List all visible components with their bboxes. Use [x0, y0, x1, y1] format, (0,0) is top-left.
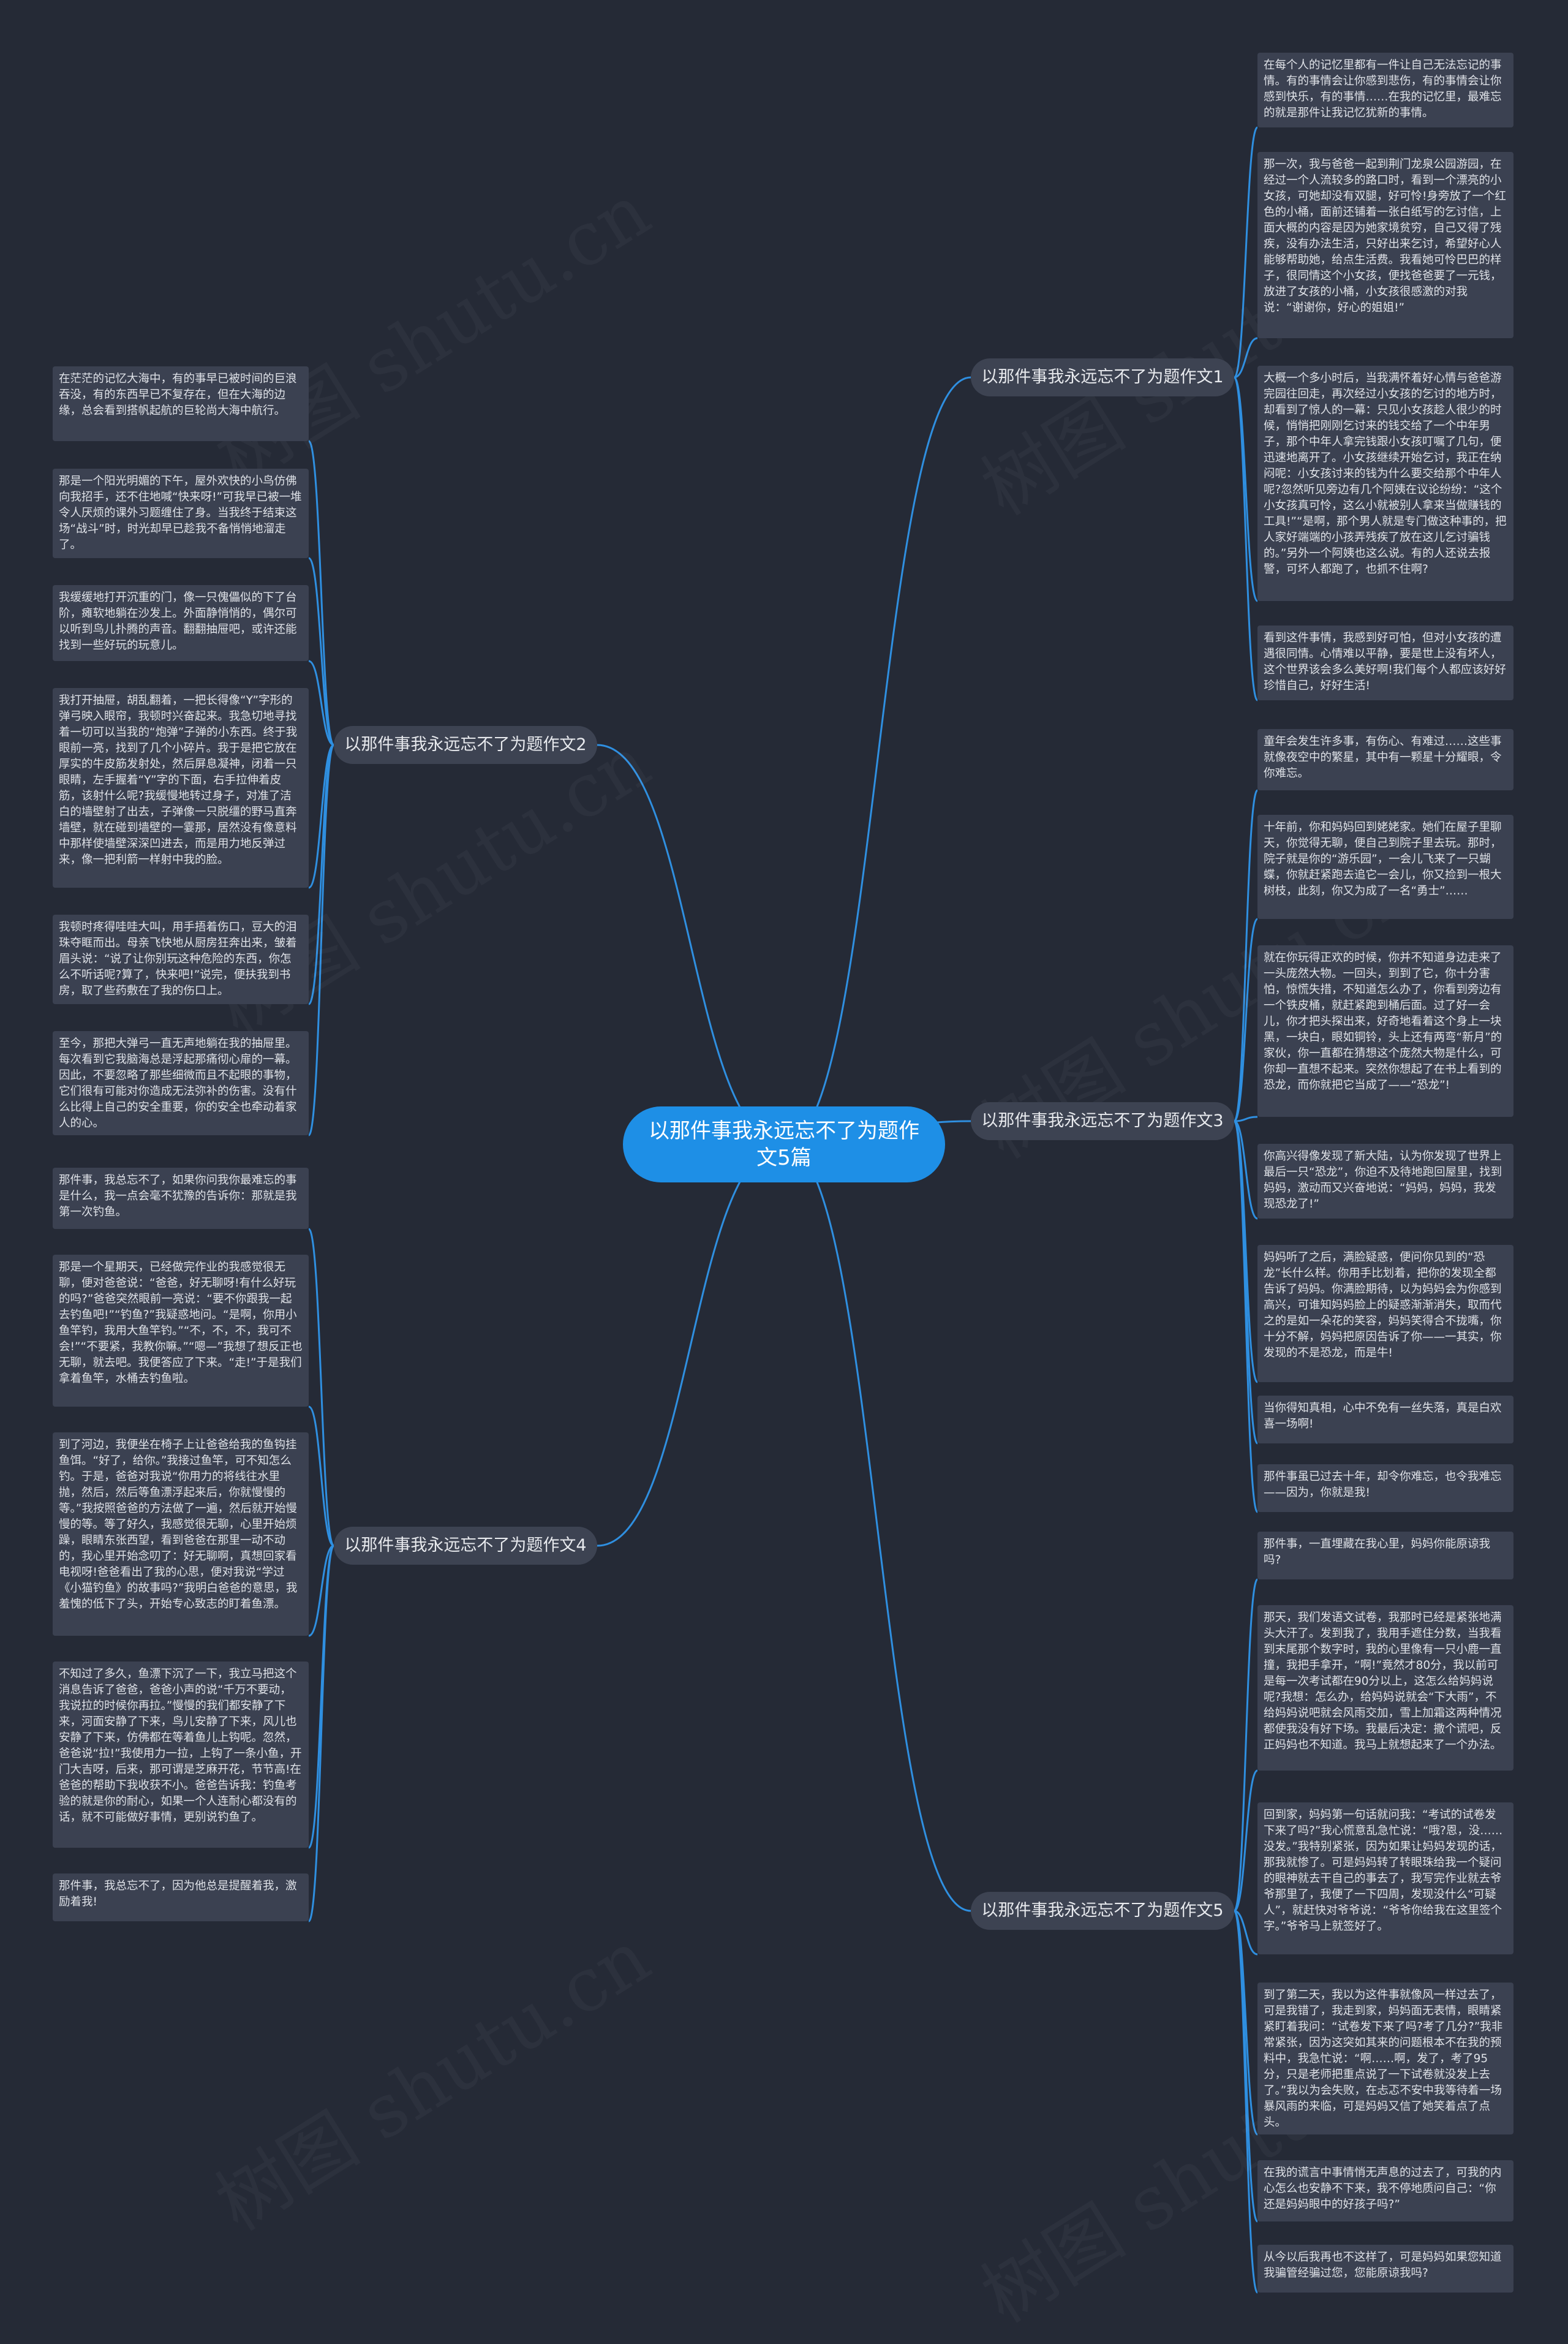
topic-node-1[interactable]: 以那件事我永远忘不了为题作文1: [971, 358, 1234, 396]
connector-line: [308, 744, 334, 889]
leaf-node[interactable]: 看到这件事情，我感到好可怕，但对小女孩的遭遇很同情。心情难以平静，要是世上没有坏…: [1257, 626, 1513, 700]
connector-line: [308, 1544, 334, 1637]
connector-line: [1233, 376, 1259, 701]
leaf-node[interactable]: 到了河边，我便坐在椅子上让爸爸给我的鱼钩挂鱼饵。“好了，给你。”我接过鱼竿，可不…: [53, 1432, 309, 1636]
connector-line: [783, 1143, 971, 1912]
leaf-node[interactable]: 在茫茫的记忆大海中，有的事早已被时间的巨浪吞没，有的东西早已不复存在，但在大海的…: [53, 366, 309, 441]
connector-line: [307, 440, 335, 746]
connector-line: [1233, 126, 1259, 379]
leaf-node[interactable]: 从今以后我再也不这样了，可是妈妈如果您知道我骗管经骗过您，您能原谅我吗?: [1257, 2245, 1513, 2293]
leaf-node[interactable]: 那天，我们发语文试卷，我那时已经是紧张地满头大汗了。发到我了，我用手遮住分数，当…: [1257, 1605, 1513, 1771]
leaf-node[interactable]: 童年会发生许多事，有伤心、有难过……这些事就像夜空中的繁星，其中有一颗星十分耀眼…: [1257, 729, 1513, 790]
connector-line: [307, 1228, 335, 1547]
connector-line: [1233, 1578, 1259, 1912]
connector-line: [1233, 1910, 1259, 2223]
topic-node-2[interactable]: 以那件事我永远忘不了为题作文2: [334, 726, 597, 764]
connector-line: [597, 744, 785, 1146]
leaf-node[interactable]: 到了第二天，我以为这件事就像风一样过去了，可是我错了，我走到家，妈妈面无表情，眼…: [1257, 1983, 1513, 2134]
connector-line: [1233, 376, 1259, 602]
connector-line: [1234, 1116, 1258, 1122]
connector-line: [1233, 1120, 1259, 1513]
connector-line: [1233, 789, 1259, 1122]
leaf-node[interactable]: 在每个人的记忆里都有一件让自己无法忘记的事情。有的事情会让你感到悲伤，有的事情会…: [1257, 53, 1513, 127]
topic-node-3[interactable]: 以那件事我永远忘不了为题作文3: [971, 1102, 1234, 1140]
connector-line: [307, 557, 335, 746]
leaf-node[interactable]: 我缓缓地打开沉重的门，像一只傀儡似的下了台阶，瘫软地躺在沙发上。外面静悄悄的，偶…: [53, 585, 309, 661]
connector-line: [308, 1405, 334, 1547]
leaf-node[interactable]: 你高兴得像发现了新大陆，认为你发现了世界上最后一只“恐龙”，你迫不及待地跑回屋里…: [1257, 1144, 1513, 1219]
connector-line: [308, 660, 334, 746]
leaf-node[interactable]: 那件事虽已过去十年，却令你难忘，也令我难忘——因为，你就是我!: [1257, 1464, 1513, 1512]
leaf-node[interactable]: 我打开抽屉，胡乱翻着，一把长得像“Y”字形的弹弓映入眼帘，我顿时兴奋起来。我急切…: [53, 688, 309, 888]
connector-line: [1234, 1910, 1258, 1956]
connector-line: [307, 1544, 335, 1922]
leaf-node[interactable]: 回到家，妈妈第一句话就问我：“考试的试卷发下来了吗?”我心慌意乱急忙说：“哦?恩…: [1257, 1802, 1513, 1954]
leaf-node[interactable]: 在我的谎言中事情悄无声息的过去了，可我的内心怎么也安静不下来，我不停地质问自己：…: [1257, 2160, 1513, 2221]
leaf-node[interactable]: 就在你玩得正欢的时候，你并不知道身边走来了一头庞然大物。一回头，到到了它，你十分…: [1257, 945, 1513, 1117]
connector-line: [1234, 1120, 1258, 1220]
leaf-node[interactable]: 大概一个多小时后，当我满怀着好心情与爸爸游完园往回走，再次经过小女孩的乞讨的地方…: [1257, 366, 1513, 601]
central-topic[interactable]: 以那件事我永远忘不了为题作文5篇: [623, 1106, 945, 1182]
leaf-node[interactable]: 妈妈听了之后，满脸疑惑，便问你见到的“恐龙”长什么样。你用手比划着，把你的发现全…: [1257, 1245, 1513, 1382]
connector-line: [307, 744, 335, 1136]
leaf-node[interactable]: 我顿时疼得哇哇大叫，用手捂着伤口，豆大的泪珠夺眶而出。母亲飞快地从厨房狂奔出来，…: [53, 915, 309, 1004]
connector-line: [783, 376, 971, 1146]
leaf-node[interactable]: 那一次，我与爸爸一起到荆门龙泉公园游园，在经过一个人流较多的路口时，看到一个漂亮…: [1257, 152, 1513, 338]
topic-node-4[interactable]: 以那件事我永远忘不了为题作文4: [334, 1527, 597, 1565]
connector-line: [1233, 1910, 1259, 2294]
leaf-node[interactable]: 那件事，我总忘不了，如果你问我你最难忘的事是什么，我一点会毫不犹豫的告诉你：那就…: [53, 1168, 309, 1229]
connector-line: [1234, 337, 1258, 379]
leaf-node[interactable]: 至今，那把大弹弓一直无声地躺在我的抽屉里。每次看到它我脑海总是浮起那痛彻心扉的一…: [53, 1031, 309, 1135]
connector-line: [1233, 918, 1259, 1122]
topic-node-5[interactable]: 以那件事我永远忘不了为题作文5: [971, 1892, 1234, 1930]
leaf-node[interactable]: 那件事，一直埋藏在我心里，妈妈你能原谅我吗?: [1257, 1532, 1513, 1579]
leaf-node[interactable]: 十年前，你和妈妈回到姥姥家。她们在屋子里聊天，你觉得无聊，便自己到院子里去玩。那…: [1257, 815, 1513, 919]
leaf-node[interactable]: 当你得知真相，心中不免有一丝失落，真是白欢喜一场啊!: [1257, 1396, 1513, 1443]
leaf-node[interactable]: 那件事，我总忘不了，因为他总是提醒着我，激励着我!: [53, 1873, 309, 1921]
leaf-node[interactable]: 那是一个阳光明媚的下午，屋外欢快的小鸟仿佛向我招手，还不住地喊“快来呀!”可我早…: [53, 469, 309, 558]
connector-line: [597, 1143, 785, 1547]
connector-line: [1234, 1769, 1258, 1912]
leaf-node[interactable]: 那是一个星期天，已经做完作业的我感觉很无聊，便对爸爸说：“爸爸，好无聊呀!有什么…: [53, 1255, 309, 1407]
leaf-node[interactable]: 不知过了多久，鱼漂下沉了一下，我立马把这个消息告诉了爸爸，爸爸小声的说“千万不要…: [53, 1662, 309, 1848]
